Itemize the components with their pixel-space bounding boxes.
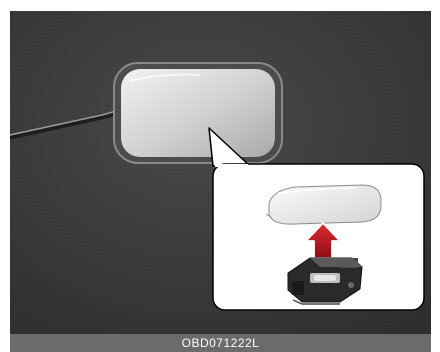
figure-code: OBD071222L [10, 334, 431, 352]
vanity-mirror-icon [114, 63, 282, 163]
lamp-lens-icon [266, 185, 381, 224]
interior-illustration [10, 11, 431, 334]
caption-bar: OBD071222L [10, 334, 431, 352]
